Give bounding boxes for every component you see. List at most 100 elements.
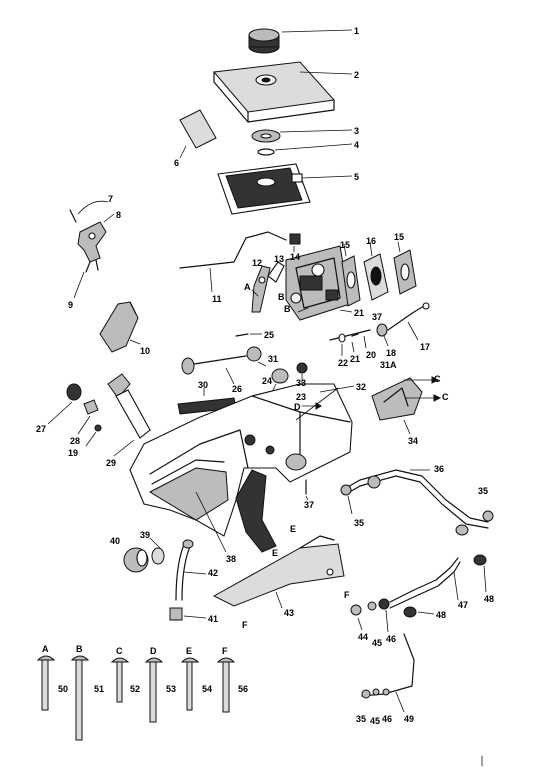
part-1-fuel-cap-knob <box>248 28 353 54</box>
part-27-primer-bulb <box>47 383 82 425</box>
part-3-gasket <box>251 129 353 143</box>
label-F1: F <box>344 590 350 600</box>
part-22-washer <box>338 333 346 356</box>
label-16: 16 <box>366 236 377 246</box>
label-2: 2 <box>354 70 360 80</box>
label-b53: 53 <box>166 684 177 694</box>
label-B2: B <box>284 304 291 314</box>
label-bB: B <box>76 644 83 654</box>
label-6: 6 <box>174 158 180 168</box>
label-D1: D <box>294 402 301 412</box>
part-15-gasket-right <box>393 241 417 295</box>
label-b52: 52 <box>130 684 141 694</box>
label-46b: 46 <box>382 714 393 724</box>
label-30: 30 <box>198 380 209 390</box>
label-E1: E <box>290 524 297 534</box>
part-49-line <box>361 633 415 713</box>
label-32: 32 <box>356 382 367 392</box>
label-28: 28 <box>70 436 81 446</box>
part-6-filter-strip <box>179 109 217 159</box>
part-44-washer <box>350 604 363 631</box>
label-41: 41 <box>208 614 219 624</box>
label-13: 13 <box>274 254 285 264</box>
label-37a: 37 <box>372 312 383 322</box>
main-housing <box>129 383 353 553</box>
part-25-pin <box>235 333 262 337</box>
bolt-A <box>36 655 56 711</box>
label-33: 33 <box>296 378 307 388</box>
part-48-cap <box>403 606 435 618</box>
label-44: 44 <box>358 632 369 642</box>
part-5-air-filter <box>217 163 353 215</box>
label-29: 29 <box>106 458 117 468</box>
part-32-leader <box>319 385 355 393</box>
part-16-spacer <box>363 241 389 301</box>
label-7: 7 <box>108 194 114 204</box>
label-17: 17 <box>420 342 431 352</box>
label-42: 42 <box>208 568 219 578</box>
part-35-grommet <box>340 484 353 515</box>
part-42-tube <box>175 539 207 601</box>
bolt-B <box>70 655 90 741</box>
label-C1: C <box>434 374 441 384</box>
part-48-cap-b <box>473 554 487 593</box>
label-24: 24 <box>262 376 273 386</box>
label-bD: D <box>150 646 157 656</box>
label-40: 40 <box>110 536 121 546</box>
part-21-screw <box>351 333 359 353</box>
part-2-top-cover <box>213 61 353 123</box>
label-46a: 46 <box>386 634 397 644</box>
part-10-trigger <box>99 301 141 353</box>
label-E2: E <box>272 548 279 558</box>
bolt-D <box>144 657 164 723</box>
label-b54: 54 <box>202 684 213 694</box>
label-38: 38 <box>226 554 237 564</box>
part-19-nut <box>85 424 102 447</box>
label-b50: 50 <box>58 684 69 694</box>
part-36-fuel-line <box>345 469 494 536</box>
label-37b: 37 <box>304 500 315 510</box>
label-14: 14 <box>290 252 301 262</box>
part-41-filter <box>169 607 207 621</box>
label-A1: A <box>244 282 251 292</box>
reference-arrows <box>251 289 442 410</box>
label-1: 1 <box>354 26 360 36</box>
part-28-valve <box>77 399 99 435</box>
label-27: 27 <box>36 424 47 434</box>
label-45b: 45 <box>370 716 381 726</box>
label-21a: 21 <box>350 354 361 364</box>
label-bF: F <box>222 646 228 656</box>
part-13-choke-lever <box>267 261 285 283</box>
label-b56: 56 <box>238 684 249 694</box>
label-35a: 35 <box>354 518 365 528</box>
label-35c: 35 <box>356 714 367 724</box>
carburetor-assembly <box>285 245 353 321</box>
label-21b: 21 <box>354 308 365 318</box>
label-3: 3 <box>354 126 360 136</box>
label-39: 39 <box>140 530 151 540</box>
label-11: 11 <box>212 294 222 304</box>
label-26: 26 <box>232 384 243 394</box>
part-34-bracket <box>371 377 423 435</box>
part-7-pin <box>69 200 109 223</box>
bolt-C <box>110 657 130 703</box>
bolt-F <box>216 657 236 713</box>
label-48a: 48 <box>436 610 447 620</box>
part-12-lever <box>251 265 271 313</box>
part-39-washer <box>149 537 165 565</box>
part-43-handle <box>212 535 345 609</box>
label-18: 18 <box>386 348 397 358</box>
label-4: 4 <box>354 140 360 150</box>
label-23: 23 <box>296 392 307 402</box>
part-4-clip <box>257 143 353 156</box>
label-25: 25 <box>264 330 275 340</box>
label-15b: 15 <box>394 232 405 242</box>
label-47: 47 <box>458 600 469 610</box>
part-38-leader <box>195 491 227 553</box>
label-43: 43 <box>284 608 295 618</box>
label-31: 31 <box>268 354 279 364</box>
label-C2: C <box>442 392 449 402</box>
label-35b: 35 <box>478 486 489 496</box>
label-22: 22 <box>338 358 349 368</box>
